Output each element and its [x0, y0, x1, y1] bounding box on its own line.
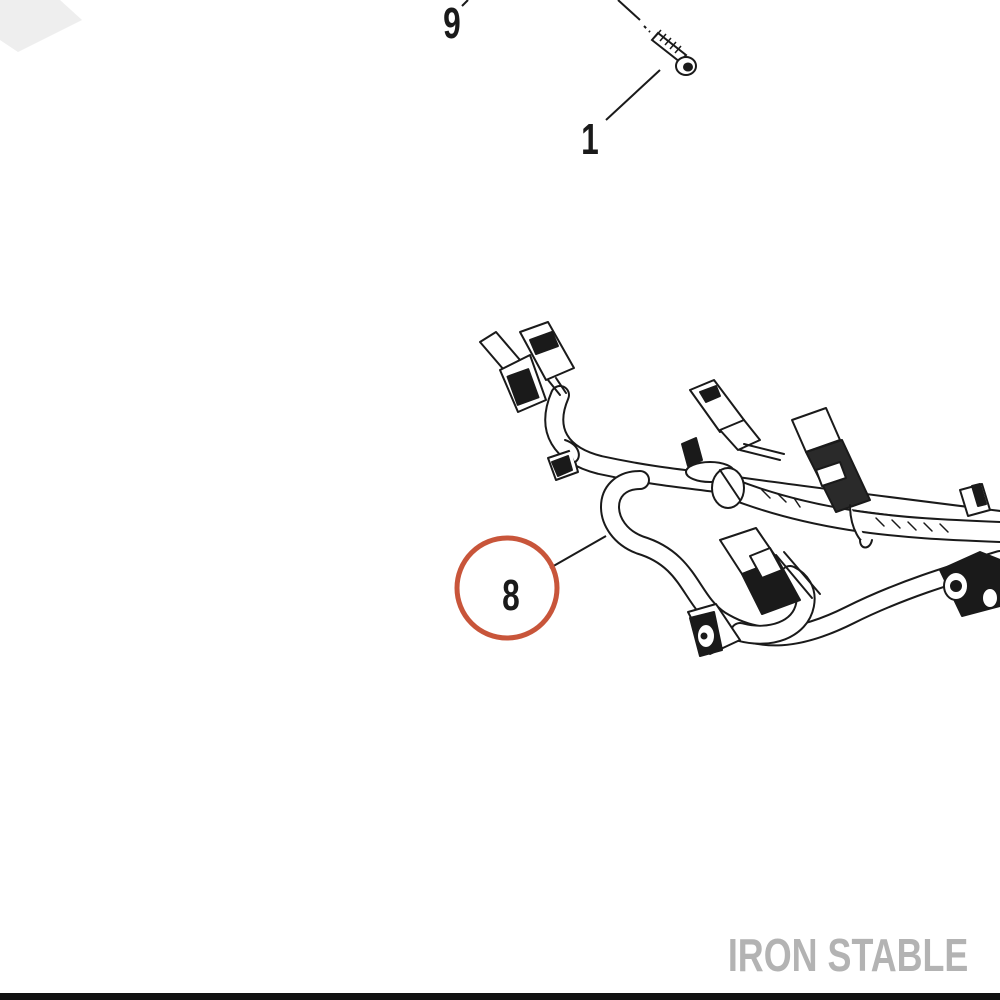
watermark: IRON STABLE — [727, 929, 968, 981]
connector-middle-small — [689, 379, 785, 461]
corner-shape — [0, 0, 82, 52]
callout-8: 8 — [502, 571, 520, 620]
highlight-ring — [454, 535, 560, 641]
connector-large-center — [791, 407, 873, 549]
leader-lines — [461, 0, 661, 569]
callout-1: 1 — [581, 115, 599, 164]
sensor-fitting — [681, 437, 745, 509]
connector-bottom-left — [687, 603, 741, 657]
bottom-bar — [0, 993, 1000, 1000]
harness-clip-left — [547, 439, 580, 481]
screw-part — [650, 29, 697, 76]
connector-right-edge — [939, 483, 1000, 617]
harness-wrap-texture — [761, 489, 949, 533]
harness-assembly — [479, 321, 1000, 657]
connector-top-left — [479, 321, 575, 413]
callout-9: 9 — [443, 0, 461, 48]
connector-lower-cluster — [719, 527, 821, 615]
